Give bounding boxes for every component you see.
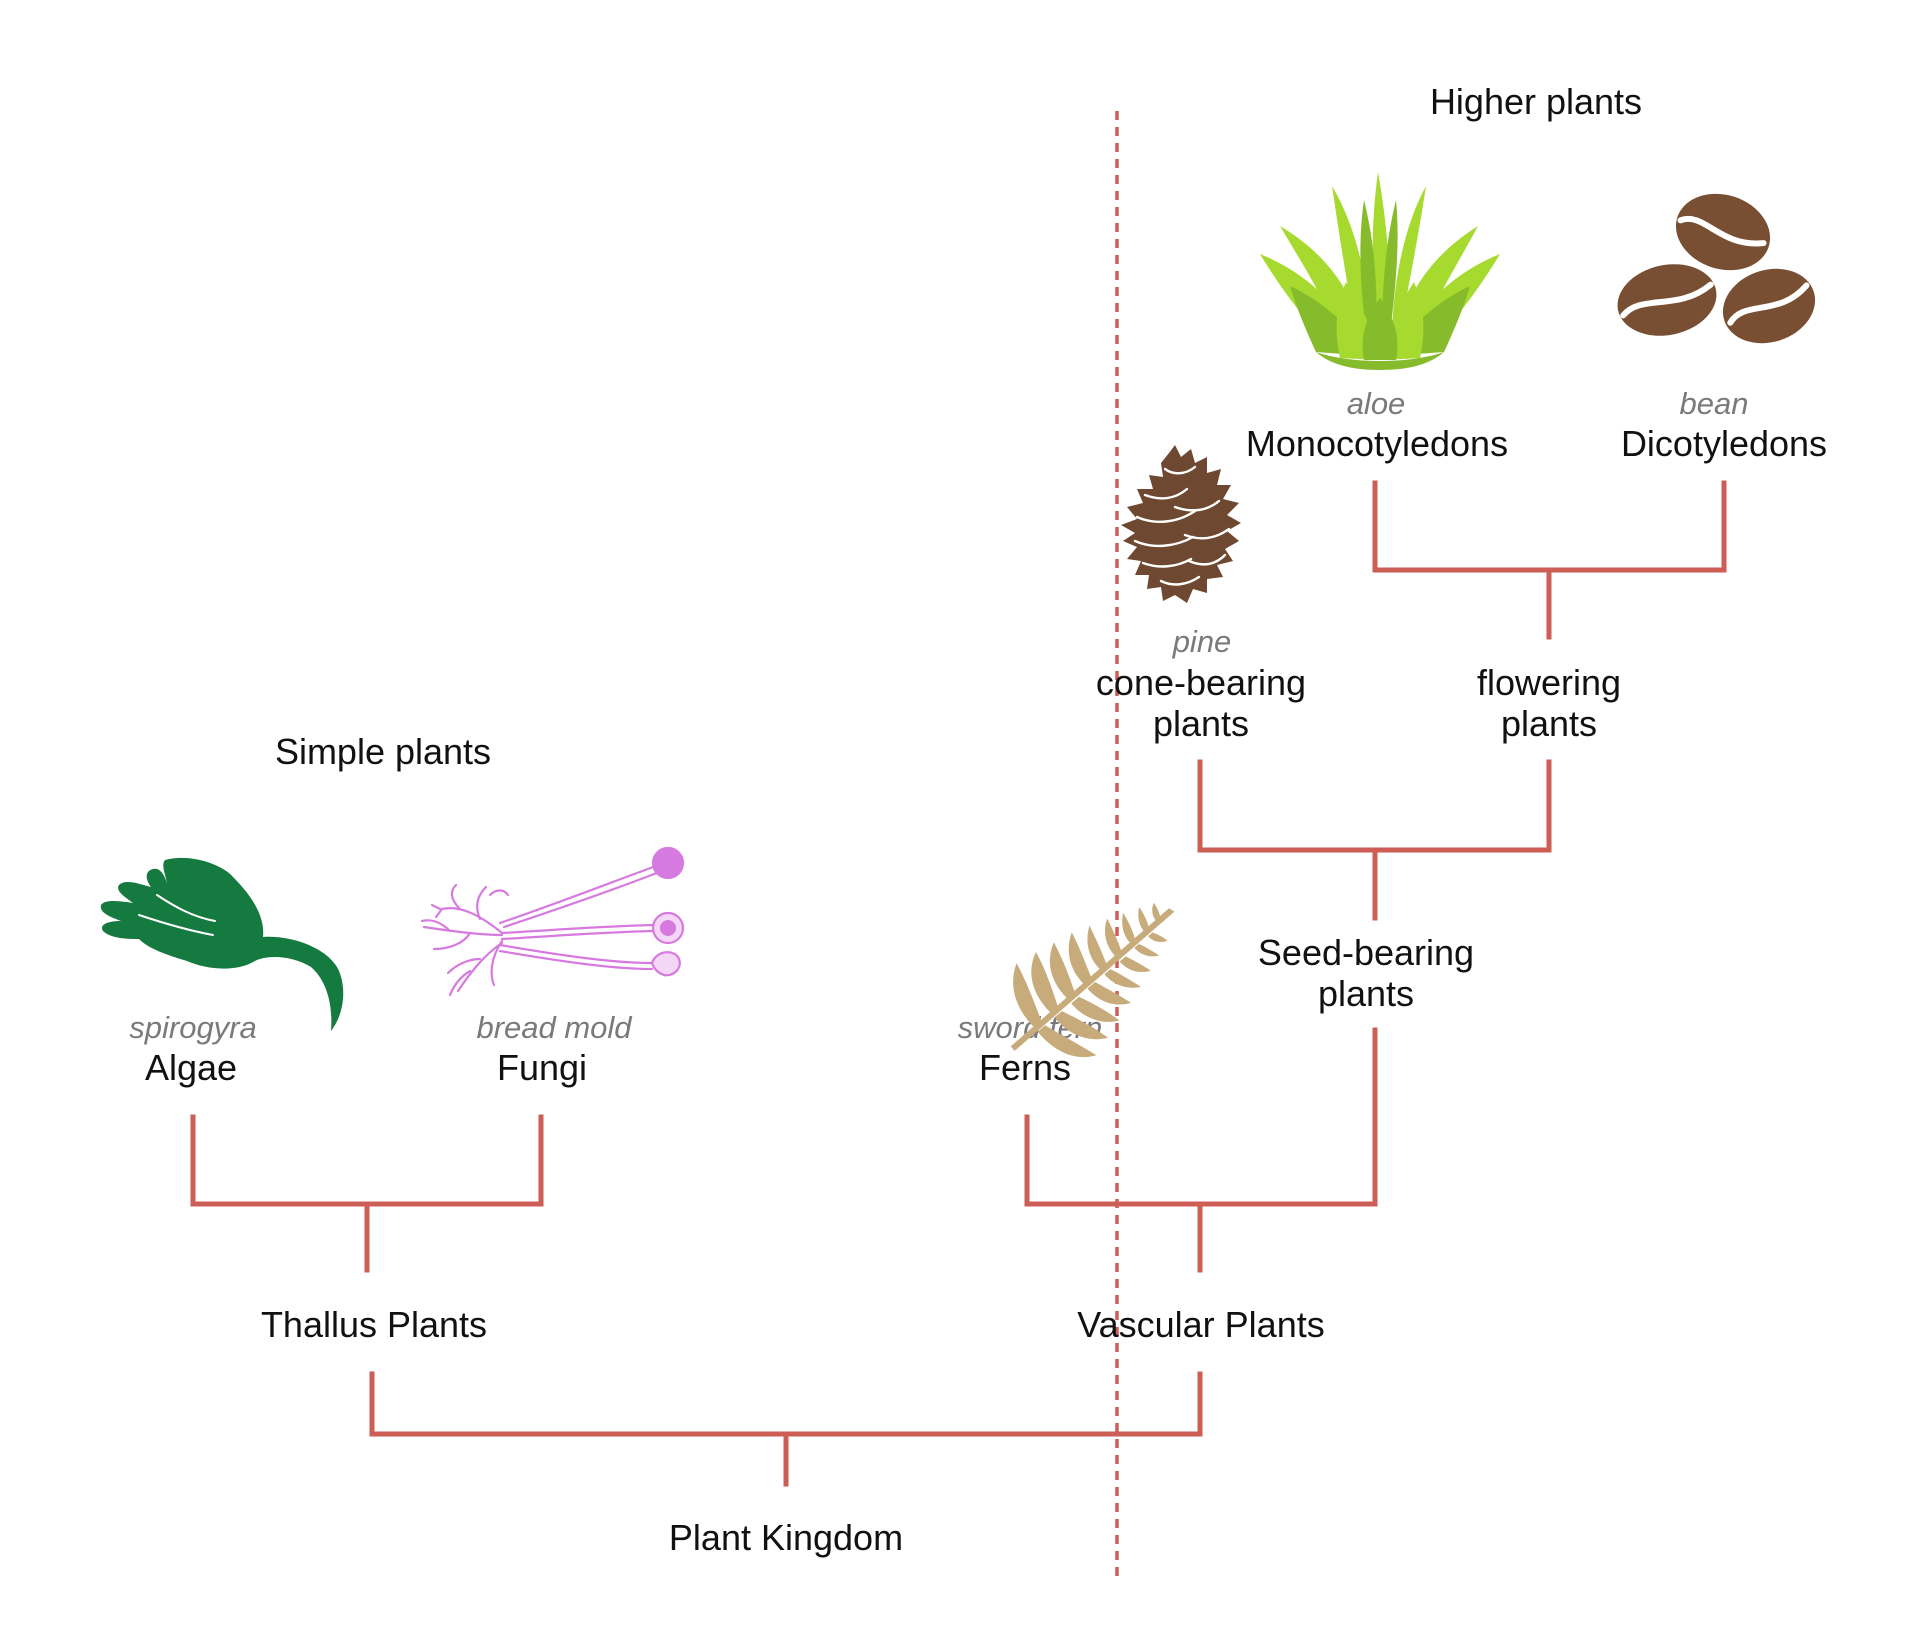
seed-bearing-label-line2: plants	[1318, 973, 1414, 1014]
higher-plants-label: Higher plants	[1430, 81, 1642, 122]
cone-bearing-label-line2: plants	[1153, 703, 1249, 744]
tree-connectors	[190, 480, 1727, 1487]
flowering-branch	[1372, 480, 1727, 640]
vascular-plants-label: Vascular Plants	[1077, 1304, 1324, 1345]
monocotyledons-label: Monocotyledons	[1246, 423, 1508, 464]
di-example-label: bean	[1680, 386, 1749, 421]
fungi-example-label: bread mold	[476, 1010, 633, 1045]
seed-bearing-label-line1: Seed-bearing	[1258, 932, 1474, 973]
bread-mold-icon	[420, 846, 685, 997]
flowering-label-line1: flowering	[1477, 662, 1621, 703]
thallus-plants-label: Thallus Plants	[261, 1304, 487, 1345]
beans-icon	[1617, 193, 1816, 344]
algae-icon	[100, 857, 344, 1031]
cone-example-label: pine	[1172, 624, 1232, 659]
mono-example-label: aloe	[1347, 386, 1406, 421]
vascular-branch	[1024, 1027, 1378, 1273]
thallus-branch	[190, 1114, 544, 1273]
algae-label: Algae	[145, 1047, 237, 1088]
ferns-label: Ferns	[979, 1047, 1071, 1088]
root-branch	[369, 1371, 1203, 1487]
dicotyledons-label: Dicotyledons	[1621, 423, 1827, 464]
pine-cone-icon	[1121, 445, 1241, 603]
flowering-label-line2: plants	[1501, 703, 1597, 744]
fern-leaf-icon	[1010, 902, 1175, 1058]
plant-kingdom-label: Plant Kingdom	[669, 1517, 903, 1558]
seed-branch	[1197, 759, 1552, 921]
algae-example-label: spirogyra	[129, 1010, 257, 1045]
fungi-label: Fungi	[497, 1047, 587, 1088]
aloe-icon	[1260, 172, 1500, 370]
cone-bearing-label-line1: cone-bearing	[1096, 662, 1306, 703]
simple-plants-label: Simple plants	[275, 731, 491, 772]
